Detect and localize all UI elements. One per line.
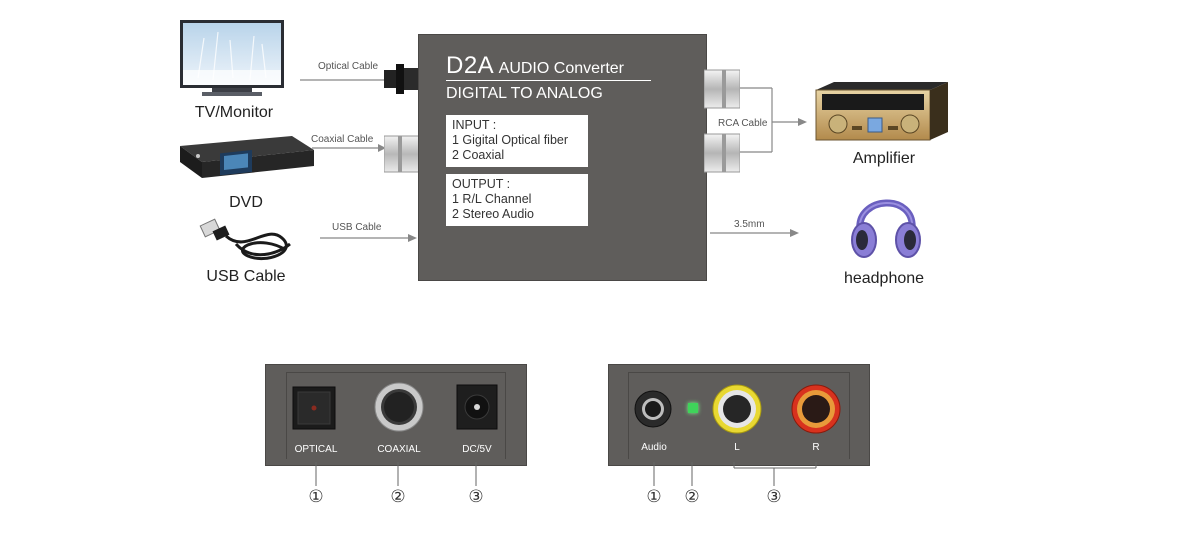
input-info-box: INPUT : 1 Gigital Optical fiber 2 Coaxia… (446, 115, 588, 167)
front-port-label-dc: DC/5V (462, 444, 492, 455)
dc-port-icon (456, 384, 498, 430)
usb-cable-line-label: USB Cable (332, 222, 382, 233)
amplifier-image (812, 80, 950, 144)
rca-plugs-icon (703, 68, 741, 176)
audio-jack-icon (634, 390, 672, 428)
optical-cable-label: Optical Cable (318, 61, 379, 72)
output-item-1: 1 R/L Channel (452, 192, 532, 206)
rca-right-port-icon (791, 384, 841, 434)
back-callout-1: ① (646, 487, 662, 507)
front-port-label-coaxial: COAXIAL (377, 444, 421, 455)
back-port-label-audio: Audio (641, 442, 667, 453)
converter-title: D2A AUDIO Converter (446, 52, 624, 80)
front-callout-3: ③ (468, 487, 484, 507)
input-heading: INPUT : (452, 118, 497, 132)
converter-subtitle: DIGITAL TO ANALOG (446, 85, 603, 102)
tv-monitor-image (178, 18, 286, 100)
dvd-player-image (176, 130, 316, 190)
back-callout-2: ② (684, 487, 700, 507)
tv-monitor-label: TV/Monitor (194, 104, 274, 121)
dvd-label: DVD (229, 194, 263, 211)
optical-port-icon (292, 386, 336, 430)
amplifier-label: Amplifier (852, 150, 916, 167)
output-item-2: 2 Stereo Audio (452, 207, 535, 221)
back-callout-3: ③ (766, 487, 782, 507)
front-port-label-optical: OPTICAL (294, 444, 338, 455)
front-callout-1: ① (308, 487, 324, 507)
converter-title-small: AUDIO Converter (498, 60, 625, 77)
title-divider (446, 80, 651, 81)
optical-plug-icon (384, 58, 420, 100)
coaxial-plug-icon (383, 134, 421, 174)
input-item-2: 2 Coaxial (452, 148, 505, 162)
rca-left-port-icon (712, 384, 762, 434)
rca-cable-label: RCA Cable (718, 118, 768, 129)
front-callout-lines (315, 462, 477, 486)
converter-title-big: D2A (446, 52, 495, 79)
power-led-icon (688, 403, 698, 413)
input-connections (300, 79, 417, 242)
output-heading: OUTPUT : (452, 177, 511, 191)
usb-cable-label: USB Cable (206, 268, 286, 285)
output-info-box: OUTPUT : 1 R/L Channel 2 Stereo Audio (446, 174, 588, 226)
output-connections (710, 87, 807, 237)
coaxial-cable-label: Coaxial Cable (311, 134, 374, 145)
back-port-label-r: R (812, 442, 820, 453)
front-callout-2: ② (390, 487, 406, 507)
usb-cable-image (196, 214, 296, 268)
headphone-label: headphone (843, 270, 925, 287)
back-panel-face (628, 372, 850, 459)
headphone-image (846, 180, 926, 264)
front-panel-face (286, 372, 506, 459)
jack-cable-label: 3.5mm (734, 219, 765, 230)
coaxial-port-icon (374, 382, 424, 432)
back-port-label-l: L (734, 442, 740, 453)
input-item-1: 1 Gigital Optical fiber (452, 133, 569, 147)
back-callout-lines (653, 462, 817, 486)
